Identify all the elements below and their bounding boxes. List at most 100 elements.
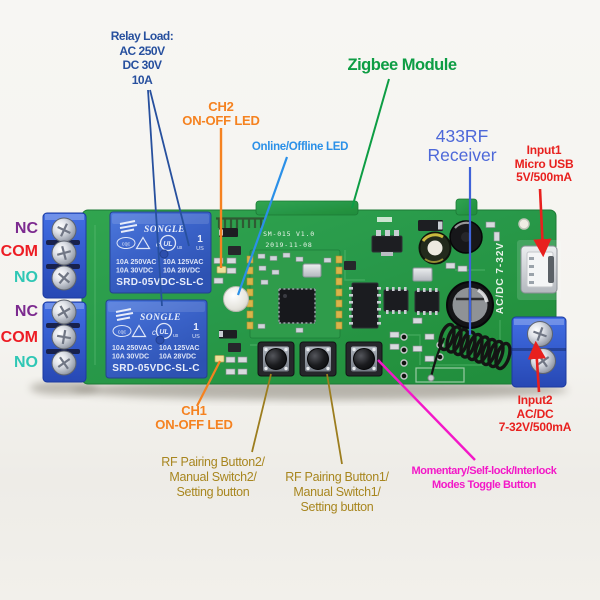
input2-terminal-block — [511, 316, 567, 388]
label-line: CH1 — [181, 403, 207, 418]
label-line: Relay Load: — [110, 29, 174, 43]
relay-brand: SONGLE — [144, 225, 185, 235]
songle-logo-icon — [119, 220, 138, 233]
svg-text:UL: UL — [159, 329, 168, 336]
songle-logo-icon — [115, 308, 134, 321]
silkscreen-mark — [377, 217, 392, 222]
label-line: 5V/500mA — [516, 170, 572, 184]
label-line: ON-OFF LED — [155, 417, 233, 432]
label-line: ON-OFF LED — [182, 113, 260, 128]
svg-text:10A 125VAC: 10A 125VAC — [163, 259, 203, 266]
ring-inductor — [418, 231, 452, 265]
svg-text:c: c — [152, 328, 156, 337]
ch1-led-label: CH1 ON-OFF LED — [129, 404, 259, 432]
svg-text:cqc: cqc — [122, 242, 131, 248]
passives — [389, 221, 500, 362]
online-offline-led-label: Online/Offline LED — [251, 141, 349, 153]
label-line: Momentary/Self-lock/Interlock — [411, 465, 557, 477]
pin-label-nc-ch1: NC — [14, 303, 38, 320]
zigbee-soc-chip — [278, 288, 316, 324]
svg-text:10A 250VAC: 10A 250VAC — [116, 259, 156, 266]
label-line: 433RF — [435, 126, 489, 146]
svg-text:cqc: cqc — [118, 330, 127, 336]
svg-text:1: 1 — [197, 234, 203, 245]
driver-ics — [344, 261, 440, 329]
screw-terminals — [51, 217, 77, 291]
label-line: Input2 — [517, 393, 553, 407]
drum-inductor — [449, 220, 483, 254]
input1-label: Input1 Micro USB 5V/500mA — [484, 143, 600, 185]
svg-text:US: US — [196, 246, 204, 252]
label-line: AC/DC — [516, 406, 554, 421]
svg-text:us: us — [177, 245, 183, 251]
label-line: Modes Toggle Button — [431, 479, 536, 491]
relay-load-label: Relay Load: AC 250V DC 30V 10A — [77, 29, 207, 87]
power-diode — [418, 220, 443, 231]
ch2-led-label: CH2 ON-OFF LED — [156, 100, 286, 128]
pin-label-no-ch2: NO — [14, 269, 38, 286]
label-line: Manual Switch1/ — [293, 485, 381, 499]
svg-text:UL: UL — [163, 241, 172, 248]
rf433-receiver-label: 433RF Receiver — [402, 127, 522, 165]
ch1-led — [214, 355, 225, 363]
modes-toggle-label: Momentary/Self-lock/Interlock Modes Togg… — [394, 464, 574, 492]
svg-text:us: us — [173, 333, 179, 339]
relay-model: SRD-05VDC-SL-C — [112, 363, 200, 374]
svg-text:2019-11-08: 2019-11-08 — [265, 241, 312, 249]
svg-text:1: 1 — [193, 322, 199, 333]
svg-text:10A 28VDC: 10A 28VDC — [159, 354, 196, 361]
voltage-regulator — [371, 230, 403, 256]
pin-label-nc-ch2: NC — [14, 220, 38, 237]
label-line: CH2 — [208, 99, 234, 114]
label-line: RF Pairing Button2/ — [161, 455, 265, 469]
pin-label-com-ch2: COM — [0, 243, 38, 260]
label-line: AC 250V — [119, 43, 165, 58]
terminal-block-ch1 — [42, 299, 87, 383]
svg-text:10A 250VAC: 10A 250VAC — [112, 345, 152, 352]
relay-dimple — [155, 335, 165, 345]
silkscreen-text: SM-015 V1.0 2019-11-08 — [263, 230, 315, 249]
rf433-antenna-coil — [427, 322, 512, 382]
svg-text:c: c — [156, 240, 160, 249]
label-line: DC 30V — [122, 58, 162, 72]
online-offline-led — [223, 286, 249, 312]
smd-cluster-ch1 — [214, 330, 248, 375]
label-line: Receiver — [427, 145, 497, 165]
label-line: Setting button — [176, 485, 250, 499]
label-line: 7-32V/500mA — [498, 420, 572, 434]
zigbee-module-label: Zigbee Module — [347, 56, 458, 74]
terminal-block-ch2 — [42, 212, 87, 299]
svg-text:US: US — [192, 334, 200, 340]
label-line: Micro USB — [514, 156, 574, 171]
input2-label: Input2 AC/DC 7-32V/500mA — [475, 393, 595, 435]
micro-usb-port — [517, 240, 561, 300]
relay-ratings: 10A 250VAC 10A 125VAC 10A 30VDC 10A 28VDC — [112, 345, 199, 361]
label-line: Setting button — [300, 500, 374, 514]
tactile-button-2 — [257, 341, 295, 377]
pairing-button2-label: RF Pairing Button2/ Manual Switch2/ Sett… — [133, 455, 293, 500]
label-line: 10A — [131, 72, 153, 87]
zigbee-module — [246, 249, 343, 339]
tactile-button-1 — [299, 341, 337, 377]
screw-terminals — [51, 299, 77, 376]
modes-toggle-button — [345, 341, 383, 377]
relay-model: SRD-05VDC-SL-C — [116, 277, 204, 288]
pin-label-no-ch1: NO — [14, 354, 38, 371]
relay-dimple — [159, 249, 169, 259]
svg-text:10A 125VAC: 10A 125VAC — [159, 345, 199, 352]
svg-text:10A 30VDC: 10A 30VDC — [112, 354, 149, 361]
ch2-led — [216, 266, 227, 274]
svg-text:10A 30VDC: 10A 30VDC — [116, 268, 153, 275]
electrolytic-capacitor — [446, 281, 494, 329]
label-line: Input1 — [526, 143, 562, 157]
relay-ch2: SONGLE cqc c UL us 1 US 10A 250VAC 10A 12… — [109, 211, 212, 294]
mounting-hole — [518, 218, 530, 230]
pin-label-com-ch1: COM — [0, 329, 38, 346]
label-line: Manual Switch2/ — [169, 470, 257, 484]
silkscreen-power-rating: AC/DC 7-32V — [495, 242, 506, 314]
label-line: RF Pairing Button1/ — [285, 470, 389, 484]
pairing-button1-label: RF Pairing Button1/ Manual Switch1/ Sett… — [257, 470, 417, 515]
svg-text:SM-015 V1.0: SM-015 V1.0 — [263, 230, 315, 238]
